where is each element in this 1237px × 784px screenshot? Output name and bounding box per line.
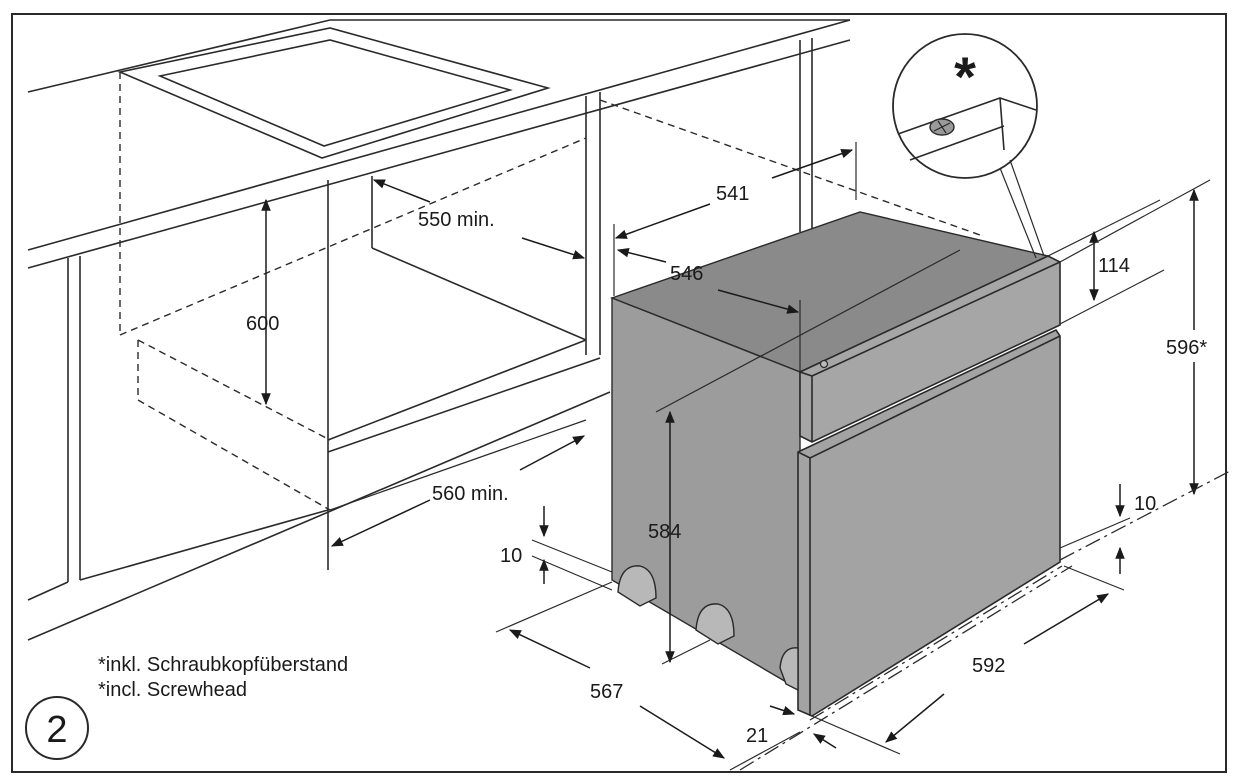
- ext-592-left: [811, 715, 901, 755]
- niche-floor-front: [327, 339, 587, 441]
- footnote-german: *inkl. Schraubkopfüberstand: [98, 654, 348, 676]
- oven-door: [797, 328, 1061, 717]
- center-line-front-2: [739, 565, 1073, 771]
- dim-line-560-a: [519, 435, 586, 471]
- label-panel-height: 114: [1098, 255, 1130, 277]
- dim-line-567-a: [508, 629, 591, 669]
- floor-left: [27, 581, 69, 601]
- detail-circle: [892, 33, 1038, 179]
- detail-rail-bottom: [909, 125, 1005, 161]
- cooktop-outer: [117, 27, 551, 159]
- oven: [609, 211, 1061, 717]
- oven-foot-3: [779, 647, 799, 692]
- figure-number-circle: [25, 696, 89, 760]
- countertop-front-lower-edge: [27, 39, 851, 269]
- hidden-line-5: [137, 399, 331, 511]
- detail-screw-slot: [933, 120, 951, 134]
- label-front-gap: 10: [1134, 493, 1156, 515]
- niche-floor-front-2: [327, 357, 601, 453]
- screw-detail: *: [892, 33, 1045, 259]
- ext-114-bottom: [1059, 269, 1165, 325]
- countertop-back-edge: [27, 19, 850, 93]
- label-bottom-gap: 10: [500, 545, 522, 567]
- ext-114-top: [1039, 199, 1161, 261]
- dim-line-541-b: [771, 149, 854, 179]
- hidden-line-2: [119, 137, 587, 336]
- label-niche-width: 560 min.: [432, 483, 509, 505]
- cabinet: [27, 19, 981, 641]
- ext-584-bottom: [661, 639, 711, 665]
- countertop-front-edge: [27, 19, 851, 251]
- ext-596-top: [1059, 179, 1211, 263]
- dim-line-550-a: [372, 179, 431, 203]
- figure-number-badge: 2: [25, 696, 89, 760]
- label-niche-height: 600: [246, 313, 279, 335]
- ext-584-top: [655, 249, 961, 413]
- dim-line-567-b: [639, 705, 726, 759]
- center-line-front: [809, 565, 1063, 721]
- detail-leader-1: [999, 167, 1037, 259]
- dim-line-21-b: [812, 733, 837, 749]
- label-niche-depth: 550 min.: [418, 209, 495, 231]
- label-body-width: 567: [590, 681, 623, 703]
- niche-floor-side: [371, 247, 587, 341]
- side-panel-bottom: [79, 509, 329, 581]
- ext-10-left-b: [531, 555, 613, 591]
- ext-10-left-a: [531, 539, 613, 573]
- screw-icon: [819, 359, 829, 369]
- dimension-lines: [261, 142, 1233, 771]
- hidden-line-3: [137, 339, 331, 441]
- dim-line-546-a: [616, 247, 667, 263]
- dimension-labels: 550 min. 600 560 min. 541 546 114 596* 5…: [246, 183, 1207, 747]
- dim-line-550-b: [521, 237, 586, 260]
- figure-number: 2: [46, 709, 67, 751]
- cooktop-inner: [157, 39, 513, 147]
- dim-line-592-b: [885, 693, 945, 743]
- floor-line: [27, 391, 611, 641]
- detail-asterisk: *: [954, 45, 976, 108]
- detail-rail-edge: [999, 97, 1005, 151]
- hidden-line-6: [599, 99, 981, 236]
- floor-line-2: [329, 419, 587, 511]
- dim-line-21-a: [769, 705, 796, 716]
- label-front-thickness: 21: [746, 725, 768, 747]
- label-oven-depth-top: 541: [716, 183, 749, 205]
- ext-567-left: [495, 581, 613, 633]
- ext-592-right: [1063, 565, 1125, 591]
- ext-567-right: [729, 731, 801, 771]
- dim-line-546-b: [717, 289, 800, 314]
- footnote-english: *incl. Screwhead: [98, 679, 247, 701]
- center-line-right: [1059, 469, 1233, 561]
- detail-leader-2: [1009, 159, 1045, 257]
- label-total-height: 596*: [1166, 337, 1207, 359]
- figure-frame: [11, 13, 1227, 773]
- label-front-width: 592: [972, 655, 1005, 677]
- oven-foot-1: [617, 565, 657, 607]
- ext-10-right: [1059, 517, 1131, 549]
- dim-line-560-b: [330, 499, 431, 547]
- dim-line-592-a: [1023, 593, 1110, 645]
- dim-line-541-a: [614, 203, 711, 239]
- label-oven-depth-side: 546: [670, 263, 703, 285]
- label-body-height: 584: [648, 521, 681, 543]
- oven-foot-2: [695, 603, 735, 645]
